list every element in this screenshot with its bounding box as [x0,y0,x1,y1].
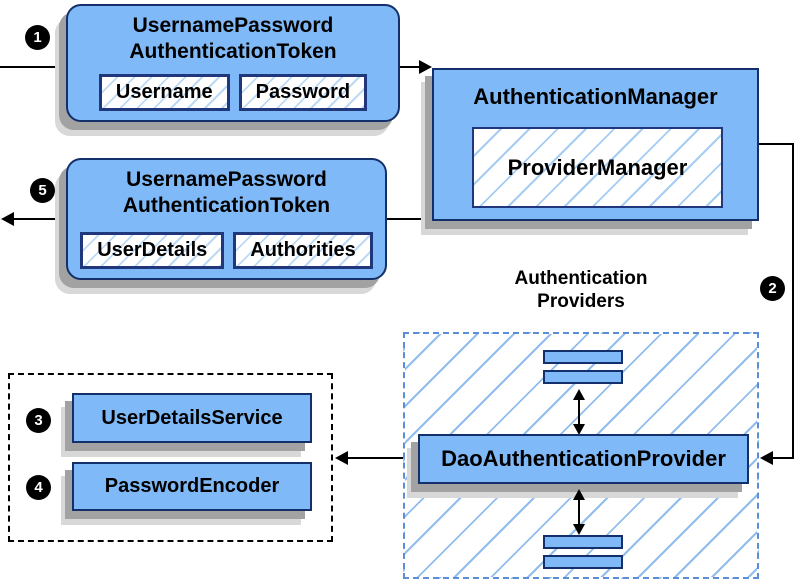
field-username: Username [98,74,230,111]
node-password-encoder: PasswordEncoder [72,462,312,511]
node-title: UsernamePassword AuthenticationToken [68,167,385,219]
providers-group-label: Authentication Providers [403,267,759,313]
node-dao-authentication-provider: DaoAuthenticationProvider [418,434,749,484]
step-badge-3: 3 [26,408,51,433]
provider-stack-bar [543,350,623,364]
flow-line-manager-to-result-token [387,218,433,220]
step-badge-2: 2 [760,276,785,301]
node-result-authentication-token: UsernamePassword AuthenticationToken Use… [66,158,387,280]
field-password-label: Password [255,81,351,103]
arrowhead-up [573,489,585,500]
step-badge-5: 5 [30,178,55,203]
step-badge-4: 4 [26,475,51,500]
flow-line-token-to-manager [400,66,420,68]
field-password: Password [238,74,368,111]
provider-manager-label: ProviderManager [507,154,688,180]
token-fields: UserDetails Authorities [68,232,385,269]
arrowhead-down [573,524,585,535]
authentication-manager-title: AuthenticationManager [473,84,718,109]
flow-line-step1-in [0,66,64,68]
arrowhead-down [573,424,585,435]
node-title-line2: AuthenticationToken [129,40,337,63]
field-user-details-label: UserDetails [97,239,208,261]
flow-line-step2-vertical [792,143,794,459]
double-arrow-line [578,498,580,525]
arrowhead-into-dao-provider [760,451,773,465]
field-authorities-label: Authorities [250,239,356,261]
password-encoder-label: PasswordEncoder [104,475,280,497]
node-title-line1: UsernamePassword [126,168,327,191]
arrowhead-into-authentication-manager [419,60,432,74]
flow-line-step2-bottom [772,457,793,459]
flow-line-step5-out [13,218,67,220]
token-fields: Username Password [68,74,398,111]
field-user-details: UserDetails [80,232,225,269]
flow-line-step2-top [759,143,794,145]
provider-stack-bar [543,555,623,569]
arrowhead-step5-out [1,212,14,226]
services-group-area [8,373,333,542]
flow-line-dao-to-services [348,457,418,459]
provider-stack-bar [543,535,623,549]
step-badge-1: 1 [25,25,50,50]
providers-group-label-line1: Authentication [514,268,648,289]
field-username-label: Username [115,81,213,103]
dao-authentication-provider-label: DaoAuthenticationProvider [441,446,726,471]
arrowhead-up [573,389,585,400]
user-details-service-label: UserDetailsService [101,406,283,429]
double-arrow-line [578,398,580,425]
node-authentication-manager: AuthenticationManager ProviderManager [432,68,759,221]
node-provider-manager: ProviderManager [472,127,723,208]
providers-group-label-line2: Providers [537,291,625,312]
node-title: UsernamePassword AuthenticationToken [68,13,398,65]
arrowhead-into-services-group [335,451,348,465]
field-authorities: Authorities [233,232,373,269]
provider-stack-bar [543,370,623,384]
node-title-line1: UsernamePassword [132,14,334,37]
node-request-authentication-token: UsernamePassword AuthenticationToken Use… [66,4,400,122]
node-user-details-service: UserDetailsService [72,393,312,443]
node-title-line2: AuthenticationToken [122,194,331,217]
